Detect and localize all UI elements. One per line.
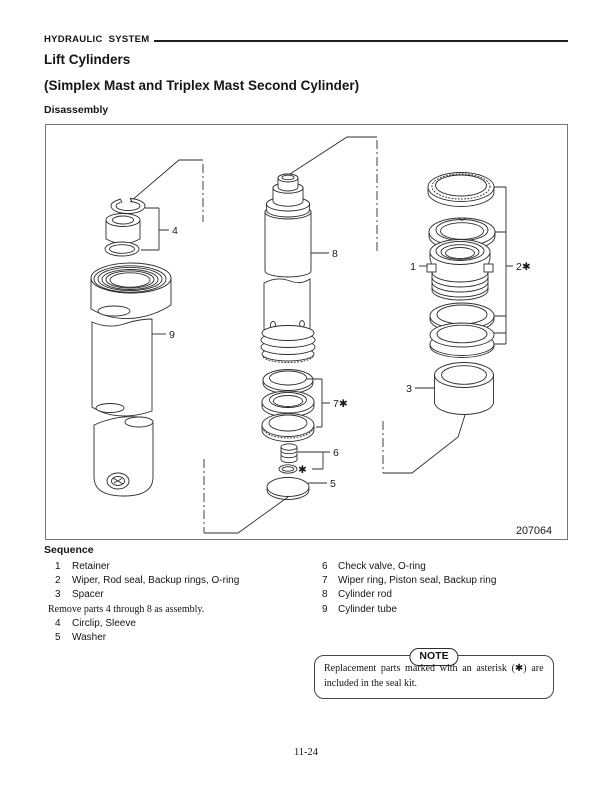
- note-box: NOTE Replacement parts marked with an as…: [314, 647, 554, 699]
- item-number: 7: [322, 575, 328, 587]
- item-text: Wiper, Rod seal, Backup rings, O-ring: [72, 575, 240, 587]
- part-label-6: 6: [333, 447, 339, 459]
- list-item: 2 Wiper, Rod seal, Backup rings, O-ring: [55, 574, 239, 588]
- item-text: Wiper ring, Piston seal, Backup ring: [338, 575, 497, 587]
- part-label-1: 1: [410, 261, 416, 273]
- callout-3: 3: [406, 383, 434, 395]
- circlip-ring-drawing: [104, 241, 140, 257]
- item-number: 8: [322, 589, 328, 601]
- circlip-drawing: [110, 197, 146, 214]
- spacer-drawing: [434, 362, 494, 415]
- part-label-5: 5: [330, 478, 336, 490]
- callout-5: 5: [308, 478, 336, 490]
- callout-7: 7✱: [307, 378, 348, 428]
- callout-2: 2✱: [494, 186, 531, 345]
- item-text: Spacer: [72, 589, 104, 601]
- note-text: Replacement parts marked with an asteris…: [324, 662, 547, 691]
- part-label-8: 8: [332, 248, 338, 260]
- sequence-heading: Sequence: [44, 544, 94, 556]
- list-item: 6 Check valve, O-ring: [322, 560, 496, 574]
- item-text: Circlip, Sleeve: [72, 617, 136, 629]
- list-item: 3 Spacer: [55, 588, 239, 602]
- item-text: Cylinder tube: [338, 603, 397, 615]
- item-number: 4: [55, 617, 61, 629]
- sleeve-drawing: [105, 213, 141, 244]
- callout-4: 4: [141, 207, 178, 251]
- item-number: 9: [322, 603, 328, 615]
- item-number: 2: [55, 575, 61, 587]
- item-number: 3: [55, 589, 61, 601]
- piston-seal-rings-drawing: [261, 369, 315, 442]
- list-item: 5 Washer: [55, 631, 239, 645]
- part-label-3: 3: [406, 383, 412, 395]
- cylinder-tube-upper-drawing: [91, 318, 153, 417]
- item-text: Retainer: [72, 561, 110, 572]
- part-label-9: 9: [169, 329, 175, 341]
- part-label-2: 2✱: [516, 261, 531, 273]
- oring-pair-drawing: [429, 322, 495, 358]
- check-valve-drawing: ✱: [278, 443, 307, 476]
- header-rule: [154, 40, 568, 43]
- exploded-view-figure: 4 9: [45, 124, 568, 540]
- page-number: 11-24: [293, 747, 319, 758]
- note-label: NOTE: [409, 647, 459, 666]
- washer-drawing: [266, 477, 310, 500]
- rod-piston-end-drawing: [260, 278, 316, 363]
- leader-lines: [123, 136, 466, 534]
- note-line-2: included in the seal kit.: [324, 677, 418, 689]
- sequence-list-left: 1 Retainer 2 Wiper, Rod seal, Backup rin…: [48, 560, 239, 645]
- item-text: Check valve, O-ring: [338, 561, 426, 572]
- item-text: Washer: [72, 632, 107, 644]
- cylinder-tube-threaded-end-drawing: [90, 262, 172, 320]
- page-title: Lift Cylinders: [44, 52, 131, 67]
- rod-seal-drawing: [428, 217, 496, 251]
- backup-ring-drawing: [429, 302, 495, 333]
- sequence-list-right: 6 Check valve, O-ring 7 Wiper ring, Pist…: [322, 560, 496, 617]
- note-line-1: Replacement parts marked with an asteris…: [324, 663, 544, 674]
- figure-code: 207064: [516, 525, 552, 537]
- item-text: Cylinder rod: [338, 589, 392, 601]
- list-item: 4 Circlip, Sleeve: [55, 617, 239, 631]
- part-label-7: 7✱: [333, 398, 348, 410]
- procedure-label: Disassembly: [44, 104, 109, 116]
- exploded-view-drawing: 4 9: [90, 136, 552, 537]
- part-label-4: 4: [172, 225, 178, 237]
- item-number: 5: [55, 632, 61, 644]
- callout-6: 6: [298, 447, 339, 470]
- list-item: 7 Wiper ring, Piston seal, Backup ring: [322, 574, 496, 588]
- page-subtitle: (Simplex Mast and Triplex Mast Second Cy…: [44, 78, 360, 93]
- cylinder-rod-drawing: [264, 173, 312, 278]
- list-item: 8 Cylinder rod: [322, 588, 496, 602]
- item-number: 1: [55, 561, 61, 572]
- callout-8: 8: [311, 248, 338, 260]
- list-item: 9 Cylinder tube: [322, 603, 496, 617]
- assembly-note: Remove parts 4 through 8 as assembly.: [48, 603, 205, 615]
- cylinder-tube-lower-drawing: [93, 416, 154, 497]
- callout-9: 9: [152, 329, 175, 341]
- list-item: 1 Retainer: [55, 560, 239, 574]
- retainer-drawing: [426, 239, 494, 301]
- section-header: HYDRAULIC SYSTEM: [44, 34, 150, 45]
- seal-kit-asterisk: ✱: [298, 464, 307, 476]
- wiper-ring-drawing: [427, 172, 495, 207]
- callout-1: 1: [410, 261, 427, 273]
- item-number: 6: [322, 561, 328, 572]
